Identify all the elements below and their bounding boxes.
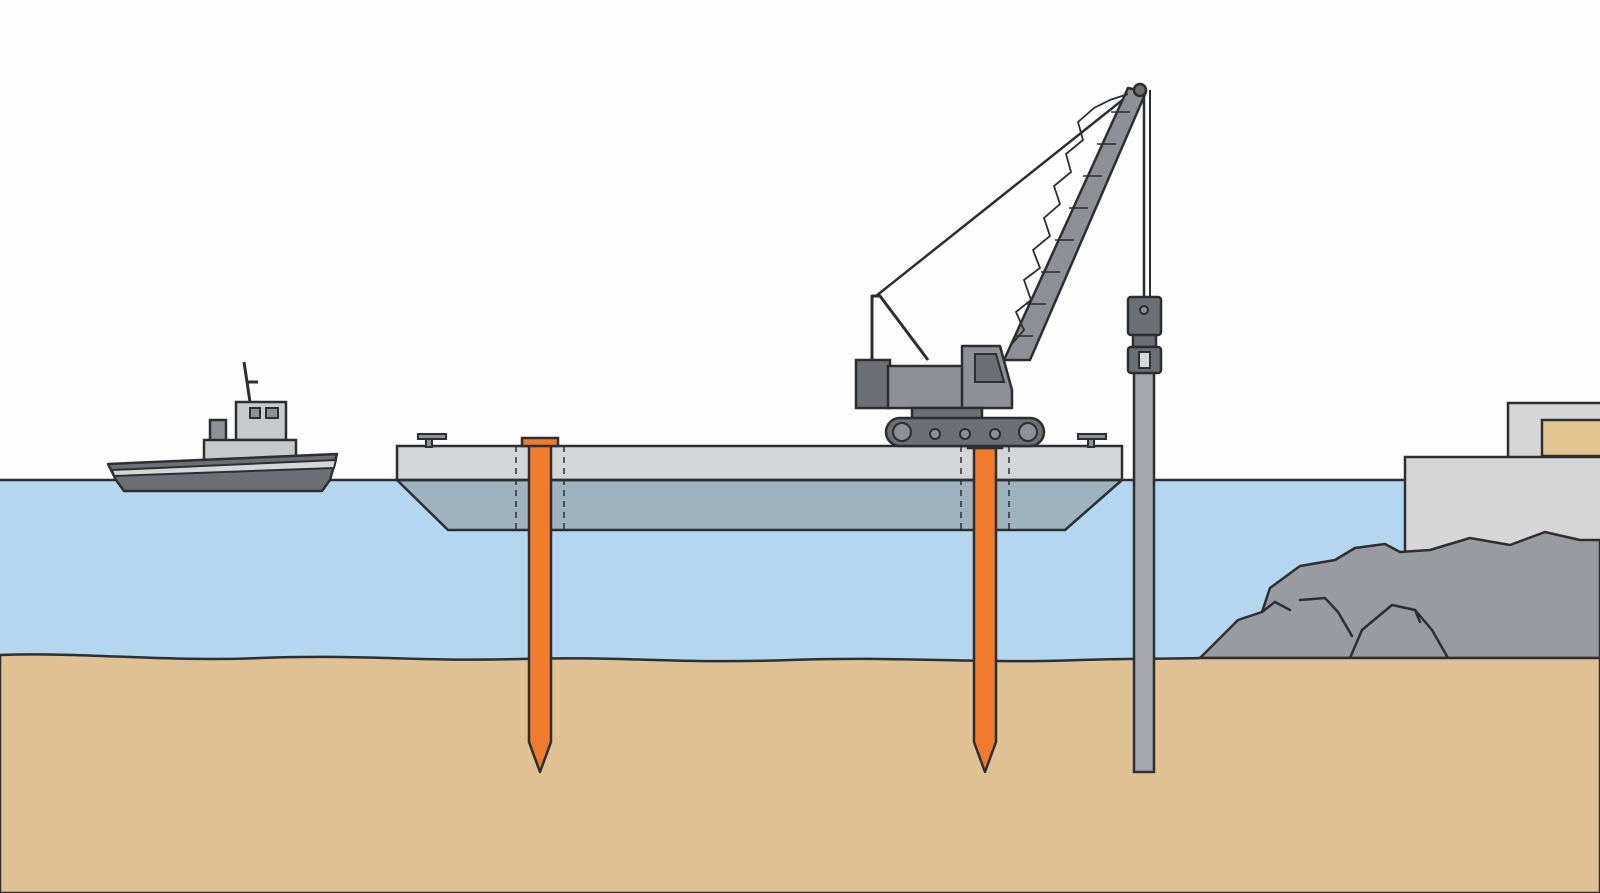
tugboat-window (265, 407, 279, 419)
seabed (0, 653, 1600, 893)
crawler-crane (854, 82, 1148, 448)
tugboat (106, 361, 339, 493)
pile-guide-right (960, 446, 1010, 530)
crane-boom (1002, 82, 1148, 362)
tugboat-deck-stripe (110, 458, 338, 478)
crane-body (886, 364, 970, 410)
crane-tracks (884, 416, 1046, 448)
rock-revetment (1198, 530, 1600, 660)
building-window (1540, 418, 1600, 458)
barge-submerged-hull (395, 478, 1124, 532)
rock-pile (1198, 530, 1600, 660)
barge-deck (395, 444, 1124, 482)
crane-cab-window (974, 353, 1006, 383)
tugboat-window (249, 407, 261, 419)
pile-hammer (1126, 295, 1163, 375)
driven-pile-right (966, 438, 1004, 774)
rock-crease-2 (1298, 596, 1354, 638)
pile-cap (520, 436, 560, 448)
bollard-left (417, 433, 447, 448)
driven-pile-left (520, 436, 560, 774)
bollard-right (1077, 433, 1107, 448)
pile-being-driven (1132, 368, 1156, 774)
boom-lattice (1009, 93, 1129, 347)
crane-counterweight (854, 358, 892, 410)
pile-guide-left (515, 446, 565, 530)
sky (0, 0, 1600, 480)
crane-a-frame (870, 294, 930, 361)
rock-crease-1 (1260, 600, 1292, 614)
rock-crease-3 (1413, 608, 1422, 624)
barge (395, 433, 1124, 532)
crane-pendant-line (875, 93, 1131, 297)
